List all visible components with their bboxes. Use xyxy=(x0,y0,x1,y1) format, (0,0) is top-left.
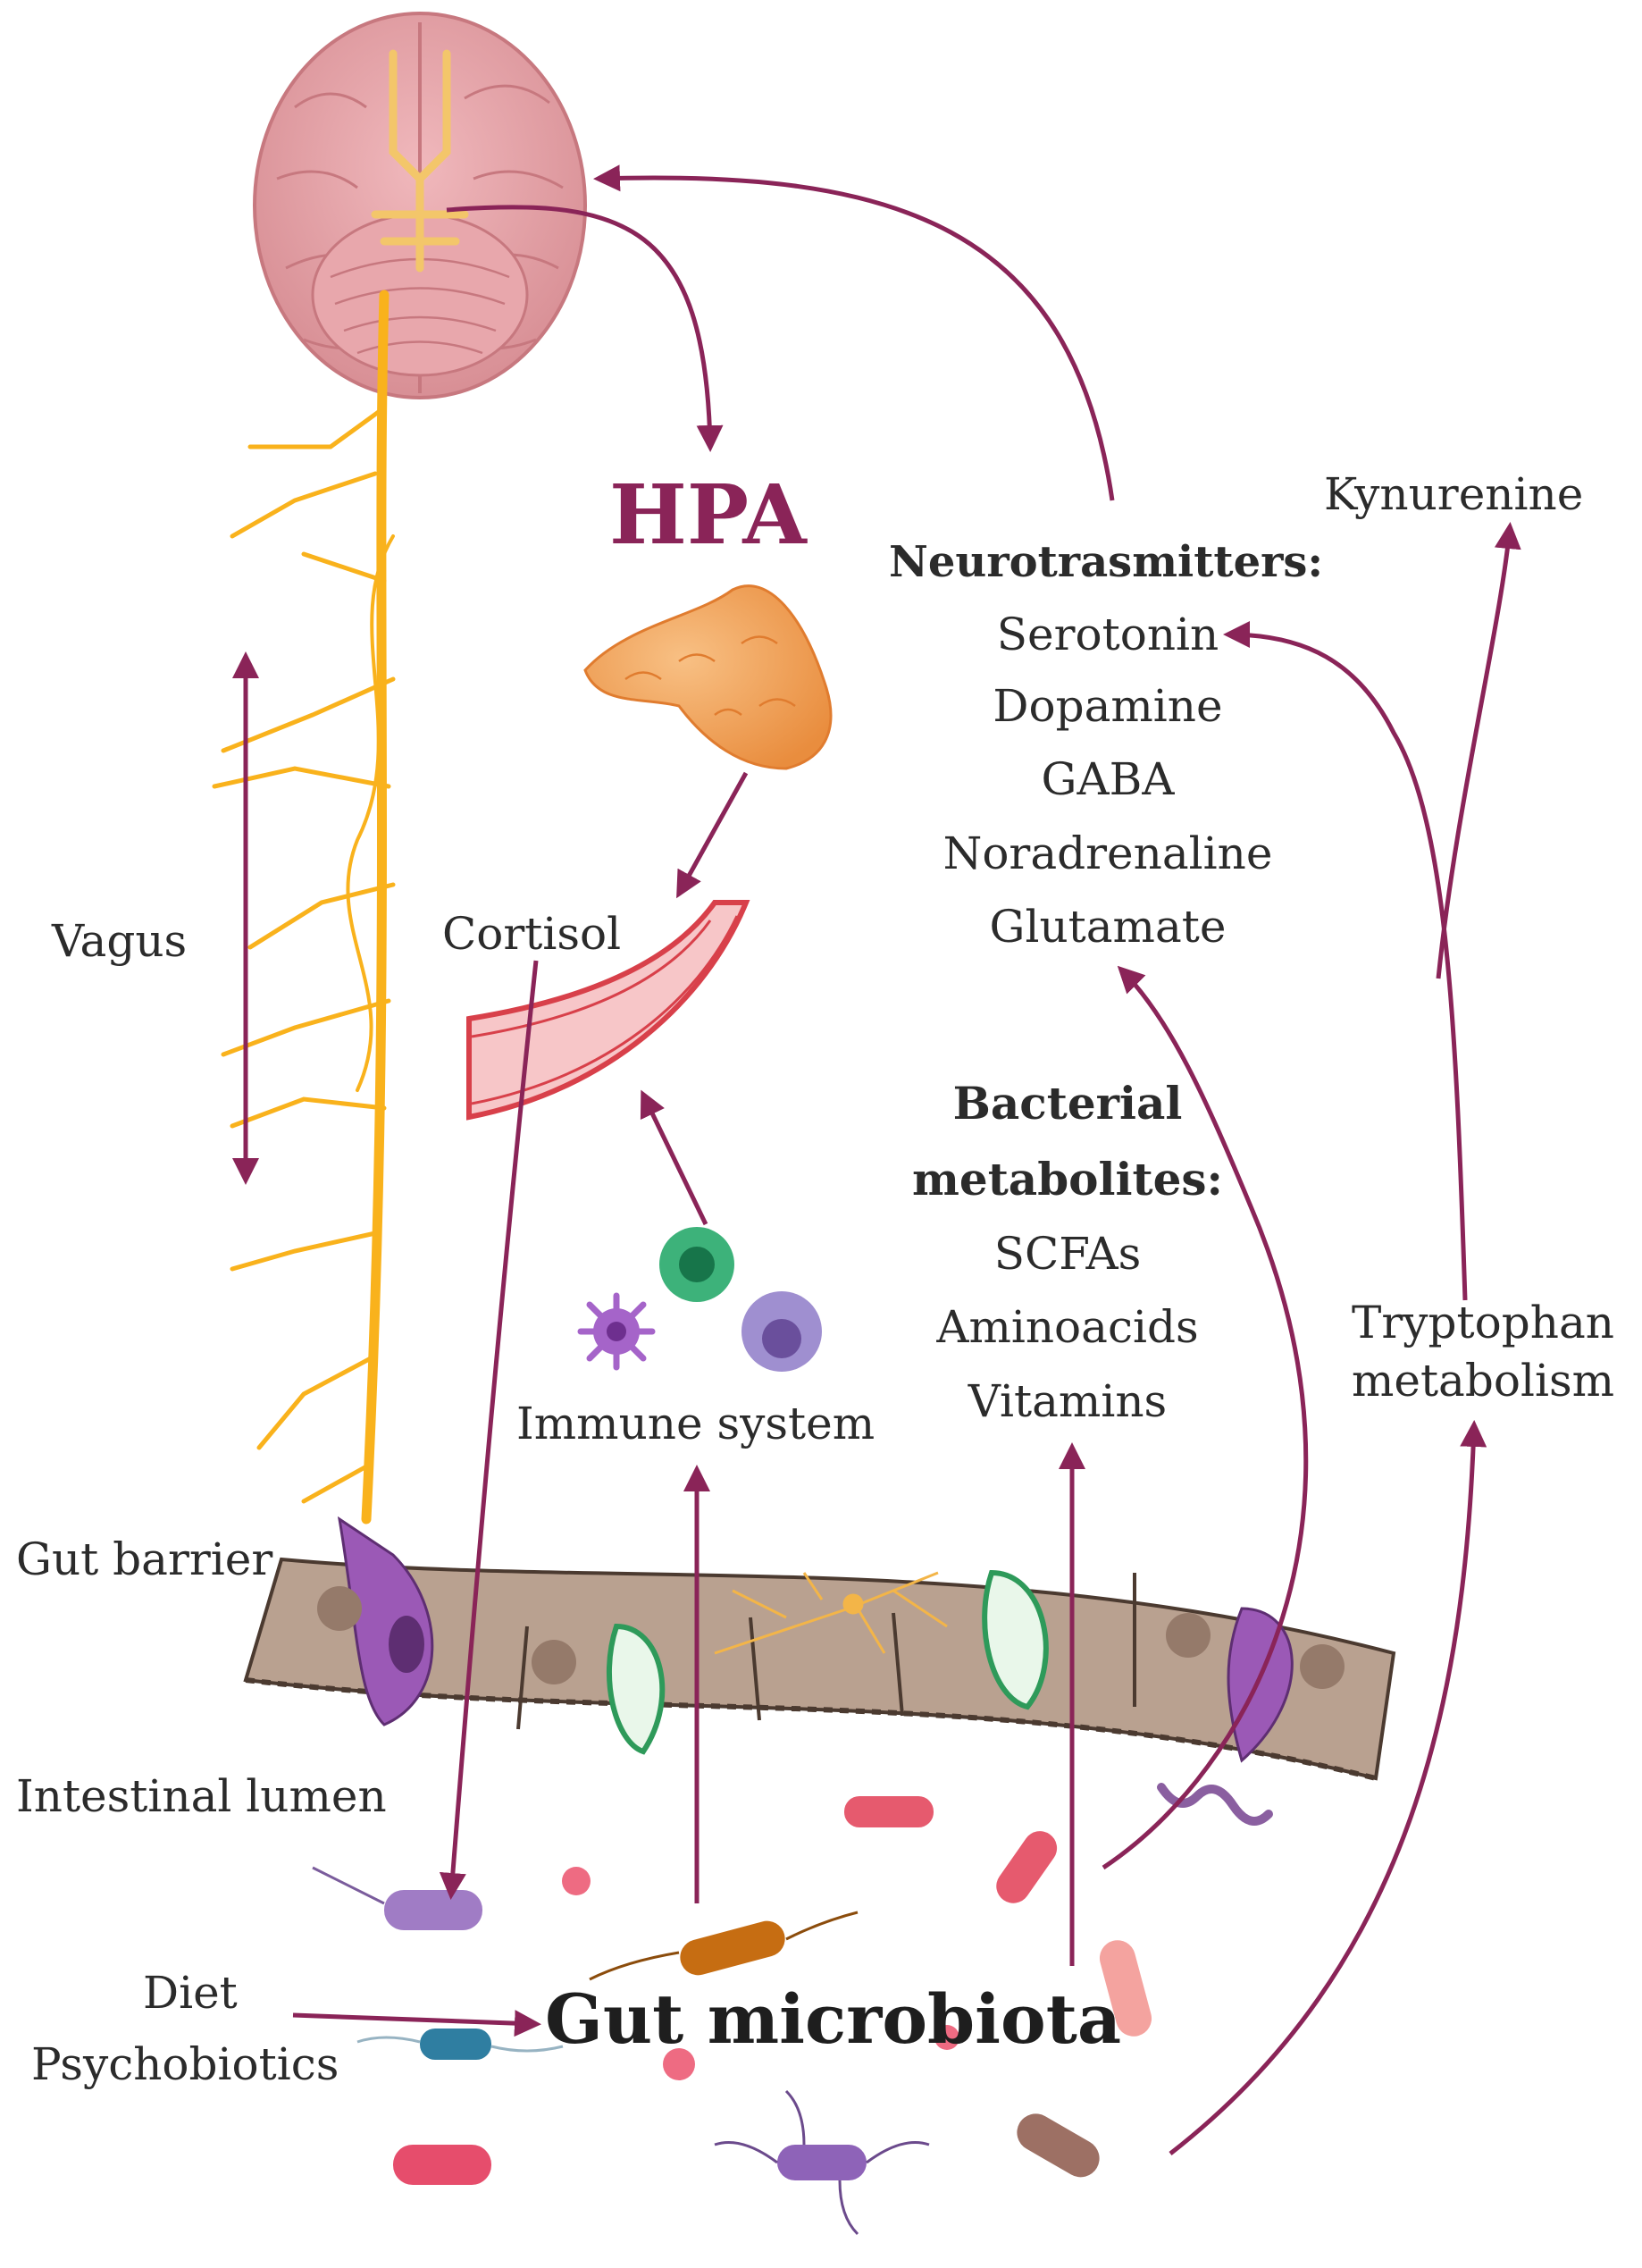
bacterial-metabolites-title-2: metabolites: xyxy=(911,1153,1224,1205)
intestinal-lumen-label: Intestinal lumen xyxy=(16,1770,387,1822)
neurotransmitter-glutamate: Glutamate xyxy=(989,901,1227,953)
bacterium-orange xyxy=(589,1911,859,1981)
metabolite-aminoacids: Aminoacids xyxy=(936,1301,1199,1353)
immune-system-label: Immune system xyxy=(516,1398,875,1449)
arrow-microbiota-to-glutamate xyxy=(1102,965,1309,1870)
gut-microbiota-label: Gut microbiota xyxy=(545,1979,1122,2059)
arrows xyxy=(232,164,1521,2155)
vagus-nerve xyxy=(212,290,396,1525)
enteric-glial-cell xyxy=(714,1571,948,1655)
gut-epithelium xyxy=(243,1516,1396,1781)
arrow-cortisol-to-microbiota xyxy=(439,960,539,1900)
bacterium-blue xyxy=(356,2029,564,2060)
metabolite-scfas: SCFAs xyxy=(993,1228,1142,1280)
tryptophan-label-2: metabolism xyxy=(1351,1355,1615,1407)
vagus-label: Vagus xyxy=(52,915,188,967)
gut-barrier-label: Gut barrier xyxy=(16,1533,273,1585)
brain xyxy=(253,12,587,399)
bacterium-purple xyxy=(312,1866,482,1930)
arrow-microbiota-to-tryptophan xyxy=(1169,1420,1487,2155)
immune-cells xyxy=(577,1227,822,1372)
arrow-immune-to-vessel xyxy=(640,1089,708,1226)
neurotransmitter-gaba: GABA xyxy=(1041,753,1175,805)
enteroendocrine-cell xyxy=(337,1516,1294,1763)
arrow-tryptophan-to-serotonin xyxy=(1223,621,1468,1301)
arrow-brain-to-hpa xyxy=(446,205,724,452)
neurotransmitters-title: Neurotrasmitters: xyxy=(889,537,1324,587)
cortisol-label: Cortisol xyxy=(442,908,622,960)
bacterium-violet xyxy=(714,2089,930,2236)
hpa-label: HPA xyxy=(609,466,807,563)
bacterium-brown xyxy=(1017,2113,1100,2178)
bacterium-pink xyxy=(844,1796,934,1827)
bacterial-metabolites-title-1: Bacterial xyxy=(952,1077,1183,1130)
neurotransmitter-dopamine: Dopamine xyxy=(993,680,1223,732)
tryptophan-label-1: Tryptophan xyxy=(1352,1297,1614,1348)
diet-label: Diet xyxy=(143,1967,238,2019)
goblet-cells xyxy=(607,1569,1049,1755)
kynurenine-label: Kynurenine xyxy=(1324,468,1584,520)
bacterium-red xyxy=(996,1831,1058,1903)
metabolite-vitamins: Vitamins xyxy=(968,1375,1168,1427)
arrow-gland-to-vessel xyxy=(676,771,749,899)
psychobiotics-label: Psychobiotics xyxy=(31,2038,339,2090)
hpa-gland xyxy=(583,584,833,770)
gut-microbes xyxy=(312,1783,1273,2236)
neurotransmitter-noradrenaline: Noradrenaline xyxy=(942,827,1273,879)
neurotransmitter-serotonin: Serotonin xyxy=(996,609,1219,660)
bacterium-pink-2 xyxy=(393,2145,491,2185)
arrow-neurotransmitters-to-brain xyxy=(593,164,1115,501)
arrow-tryptophan-to-kynurenine xyxy=(1436,522,1521,979)
dendritic-cell xyxy=(577,1292,656,1371)
arrow-diet-to-microbiota xyxy=(292,2010,541,2037)
bacterium-peach xyxy=(1099,1940,1152,2037)
